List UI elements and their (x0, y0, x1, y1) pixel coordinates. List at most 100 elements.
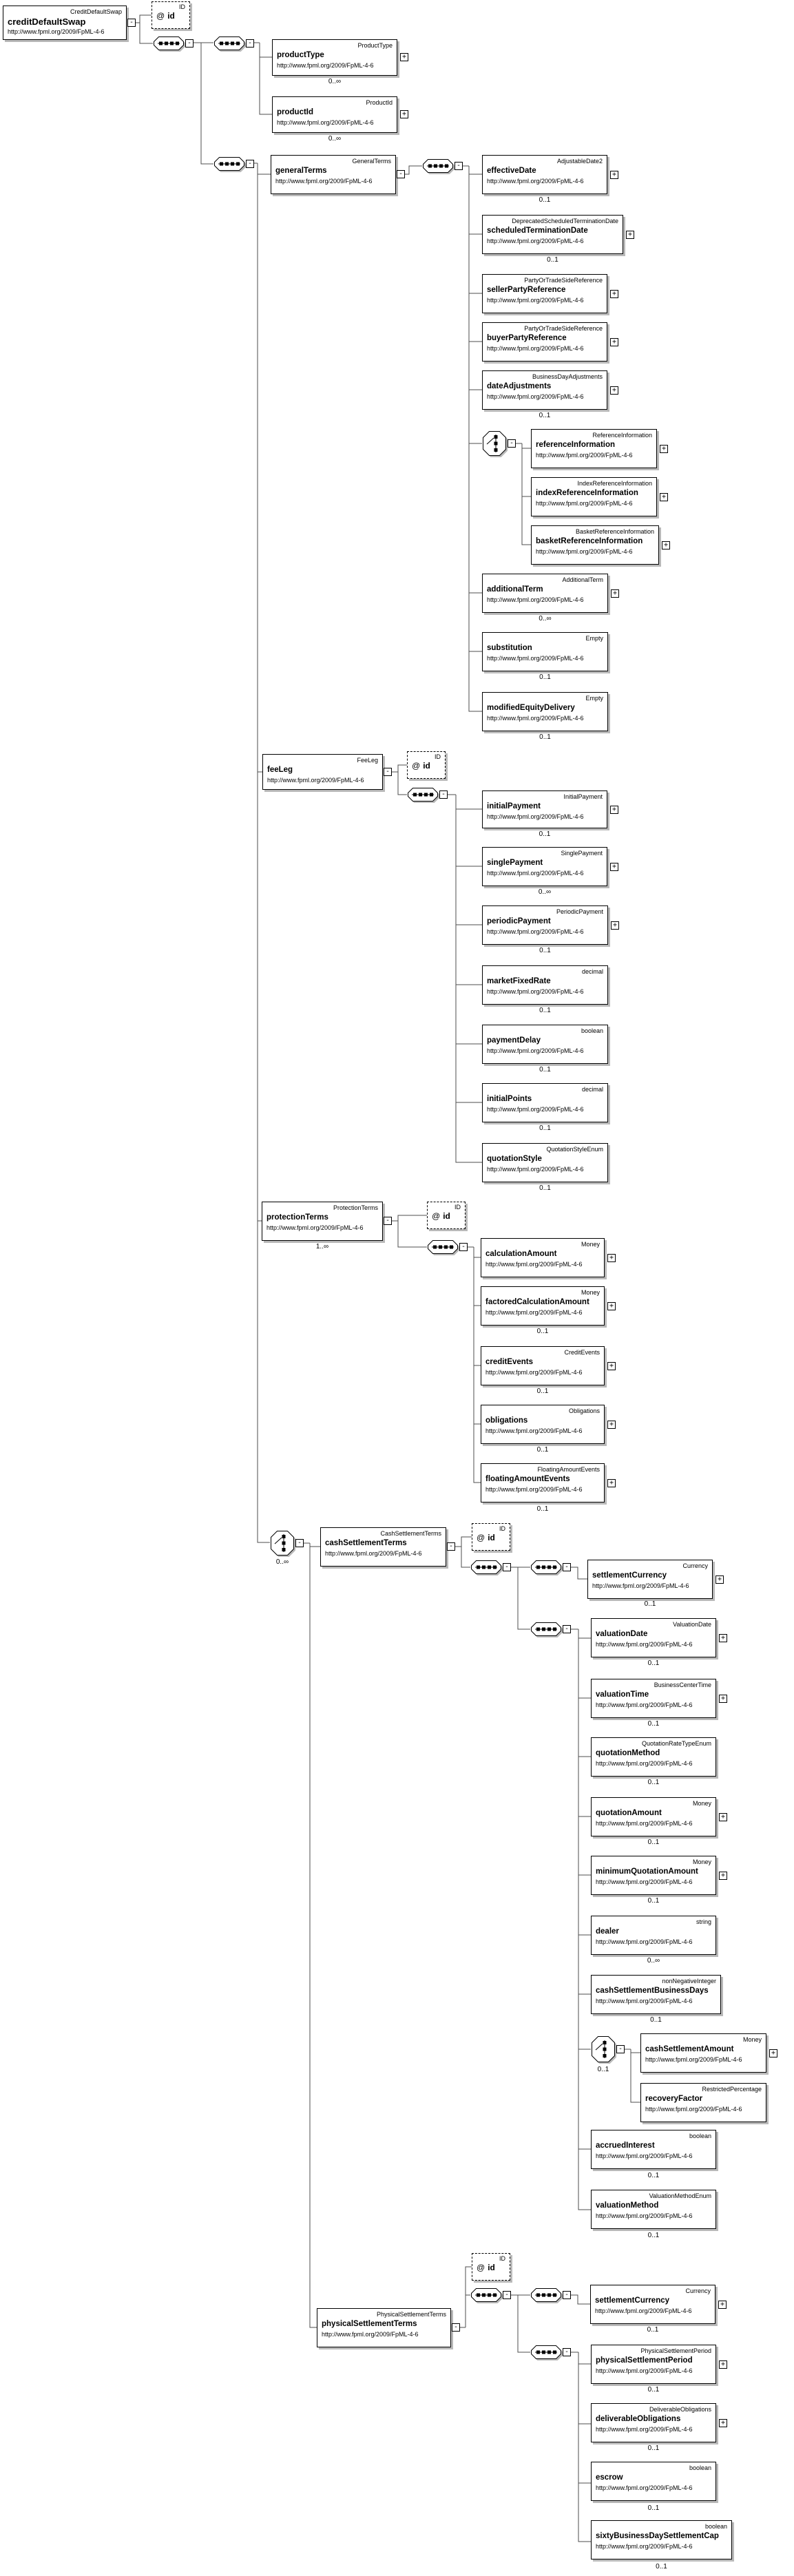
collapse-icon[interactable]: - (503, 2291, 511, 2299)
element-scheduledTerminationDate[interactable]: DeprecatedScheduledTerminationDate sched… (482, 215, 623, 254)
element-initialPayment[interactable]: InitialPayment initialPayment http://www… (482, 790, 607, 828)
expand-icon[interactable]: + (719, 1695, 727, 1703)
element-generalTerms[interactable]: GeneralTerms generalTerms http://www.fpm… (271, 155, 396, 194)
collapse-icon[interactable]: - (459, 1243, 468, 1251)
element-cashSettlementBusinessDays[interactable]: nonNegativeInteger cashSettlementBusines… (591, 1975, 721, 2014)
expand-icon[interactable]: + (610, 863, 618, 871)
expand-icon[interactable]: + (607, 1362, 616, 1370)
element-settlementCurrency[interactable]: Currency settlementCurrency http://www.f… (590, 2285, 715, 2324)
collapse-icon[interactable]: - (455, 162, 463, 170)
expand-icon[interactable]: + (718, 2301, 727, 2309)
collapse-icon[interactable]: - (563, 2291, 571, 2299)
attribute-id[interactable]: ID @id (407, 751, 446, 779)
sequence-icon[interactable] (213, 36, 245, 54)
expand-icon[interactable]: + (719, 1813, 727, 1821)
element-productId[interactable]: ProductId productId http://www.fpml.org/… (272, 96, 397, 133)
element-referenceInformation[interactable]: ReferenceInformation referenceInformatio… (531, 429, 657, 468)
element-periodicPayment[interactable]: PeriodicPayment periodicPayment http://w… (482, 905, 608, 945)
element-protectionTerms[interactable]: ProtectionTerms protectionTerms http://w… (262, 1202, 383, 1241)
element-singlePayment[interactable]: SinglePayment singlePayment http://www.f… (482, 847, 607, 886)
expand-icon[interactable]: + (610, 171, 618, 179)
element-marketFixedRate[interactable]: decimal marketFixedRate http://www.fpml.… (482, 965, 608, 1005)
sequence-icon[interactable] (530, 1560, 562, 1578)
sequence-icon[interactable] (213, 156, 245, 175)
element-dealer[interactable]: string dealer http://www.fpml.org/2009/F… (591, 1916, 716, 1955)
element-cashSettlementTerms[interactable]: CashSettlementTerms cashSettlementTerms … (320, 1527, 446, 1567)
sequence-icon[interactable] (153, 36, 185, 54)
element-accruedInterest[interactable]: boolean accruedInterest http://www.fpml.… (591, 2130, 716, 2169)
element-additionalTerm[interactable]: AdditionalTerm additionalTerm http://www… (482, 574, 608, 613)
collapse-icon[interactable]: - (447, 1542, 455, 1551)
element-calculationAmount[interactable]: Money calculationAmount http://www.fpml.… (481, 1238, 605, 1277)
element-valuationMethod[interactable]: ValuationMethodEnum valuationMethod http… (591, 2190, 716, 2229)
collapse-icon[interactable]: - (295, 1539, 304, 1547)
choice-icon[interactable] (270, 1530, 295, 1560)
expand-icon[interactable]: + (719, 2419, 727, 2427)
collapse-icon[interactable]: - (127, 19, 136, 27)
expand-icon[interactable]: + (400, 110, 408, 118)
sequence-icon[interactable] (427, 1239, 459, 1258)
collapse-icon[interactable]: - (563, 2348, 571, 2356)
element-settlementCurrency[interactable]: Currency settlementCurrency http://www.f… (587, 1560, 713, 1599)
attribute-id[interactable]: ID @id (472, 1523, 510, 1551)
expand-icon[interactable]: + (607, 1254, 616, 1262)
element-basketReferenceInformation[interactable]: BasketReferenceInformation basketReferen… (531, 525, 659, 565)
expand-icon[interactable]: + (769, 2049, 777, 2057)
element-valuationDate[interactable]: ValuationDate valuationDate http://www.f… (591, 1618, 716, 1657)
element-effectiveDate[interactable]: AdjustableDate2 effectiveDate http://www… (482, 155, 607, 194)
element-quotationMethod[interactable]: QuotationRateTypeEnum quotationMethod ht… (591, 1737, 716, 1777)
sequence-icon[interactable] (470, 1560, 502, 1578)
expand-icon[interactable]: + (611, 589, 619, 598)
choice-icon[interactable] (591, 2035, 616, 2066)
expand-icon[interactable]: + (607, 1421, 616, 1429)
attribute-id[interactable]: ID @id (152, 1, 190, 29)
collapse-icon[interactable]: - (397, 170, 405, 178)
expand-icon[interactable]: + (610, 290, 618, 298)
attribute-id[interactable]: ID @id (472, 2253, 510, 2281)
expand-icon[interactable]: + (719, 1872, 727, 1880)
collapse-icon[interactable]: - (616, 2045, 625, 2053)
expand-icon[interactable]: + (660, 445, 668, 453)
element-valuationTime[interactable]: BusinessCenterTime valuationTime http://… (591, 1679, 716, 1718)
element-recoveryFactor[interactable]: RestrictedPercentage recoveryFactor http… (640, 2083, 766, 2122)
element-buyerPartyReference[interactable]: PartyOrTradeSideReference buyerPartyRefe… (482, 322, 607, 362)
collapse-icon[interactable]: - (384, 1217, 392, 1225)
element-floatingAmountEvents[interactable]: FloatingAmountEvents floatingAmountEvent… (481, 1463, 605, 1502)
element-factoredCalculationAmount[interactable]: Money factoredCalculationAmount http://w… (481, 1286, 605, 1326)
element-quotationStyle[interactable]: QuotationStyleEnum quotationStyle http:/… (482, 1143, 608, 1182)
sequence-icon[interactable] (422, 158, 454, 177)
sequence-icon[interactable] (530, 1622, 562, 1640)
collapse-icon[interactable]: - (246, 39, 254, 48)
element-cashSettlementAmount[interactable]: Money cashSettlementAmount http://www.fp… (640, 2033, 766, 2073)
collapse-icon[interactable]: - (185, 39, 194, 48)
choice-icon[interactable] (482, 430, 507, 460)
collapse-icon[interactable]: - (563, 1563, 571, 1571)
collapse-icon[interactable]: - (563, 1625, 571, 1633)
expand-icon[interactable]: + (610, 338, 618, 346)
element-creditDefaultSwap[interactable]: CreditDefaultSwap creditDefaultSwap http… (3, 6, 127, 40)
collapse-icon[interactable]: - (508, 439, 516, 448)
expand-icon[interactable]: + (719, 1634, 727, 1642)
element-obligations[interactable]: Obligations obligations http://www.fpml.… (481, 1405, 605, 1444)
element-substitution[interactable]: Empty substitution http://www.fpml.org/2… (482, 632, 608, 671)
expand-icon[interactable]: + (626, 231, 634, 239)
element-dateAdjustments[interactable]: BusinessDayAdjustments dateAdjustments h… (482, 370, 607, 410)
element-feeLeg[interactable]: FeeLeg feeLeg http://www.fpml.org/2009/F… (262, 754, 383, 790)
collapse-icon[interactable]: - (439, 790, 448, 799)
expand-icon[interactable]: + (610, 806, 618, 814)
element-quotationAmount[interactable]: Money quotationAmount http://www.fpml.or… (591, 1797, 716, 1836)
element-creditEvents[interactable]: CreditEvents creditEvents http://www.fpm… (481, 1346, 605, 1385)
expand-icon[interactable]: + (715, 1575, 724, 1584)
element-indexReferenceInformation[interactable]: IndexReferenceInformation indexReference… (531, 477, 657, 516)
sequence-icon[interactable] (530, 2345, 562, 2363)
element-minimumQuotationAmount[interactable]: Money minimumQuotationAmount http://www.… (591, 1856, 716, 1895)
expand-icon[interactable]: + (400, 53, 408, 61)
sequence-icon[interactable] (407, 787, 439, 806)
element-sixtyBusinessDaySettlementCap[interactable]: boolean sixtyBusinessDaySettlementCap ht… (591, 2520, 732, 2559)
element-sellerPartyReference[interactable]: PartyOrTradeSideReference sellerPartyRef… (482, 274, 607, 313)
element-initialPoints[interactable]: decimal initialPoints http://www.fpml.or… (482, 1083, 608, 1122)
element-productType[interactable]: ProductType productType http://www.fpml.… (272, 39, 397, 76)
element-escrow[interactable]: boolean escrow http://www.fpml.org/2009/… (591, 2462, 716, 2501)
collapse-icon[interactable]: - (503, 1563, 511, 1571)
expand-icon[interactable]: + (660, 493, 668, 501)
